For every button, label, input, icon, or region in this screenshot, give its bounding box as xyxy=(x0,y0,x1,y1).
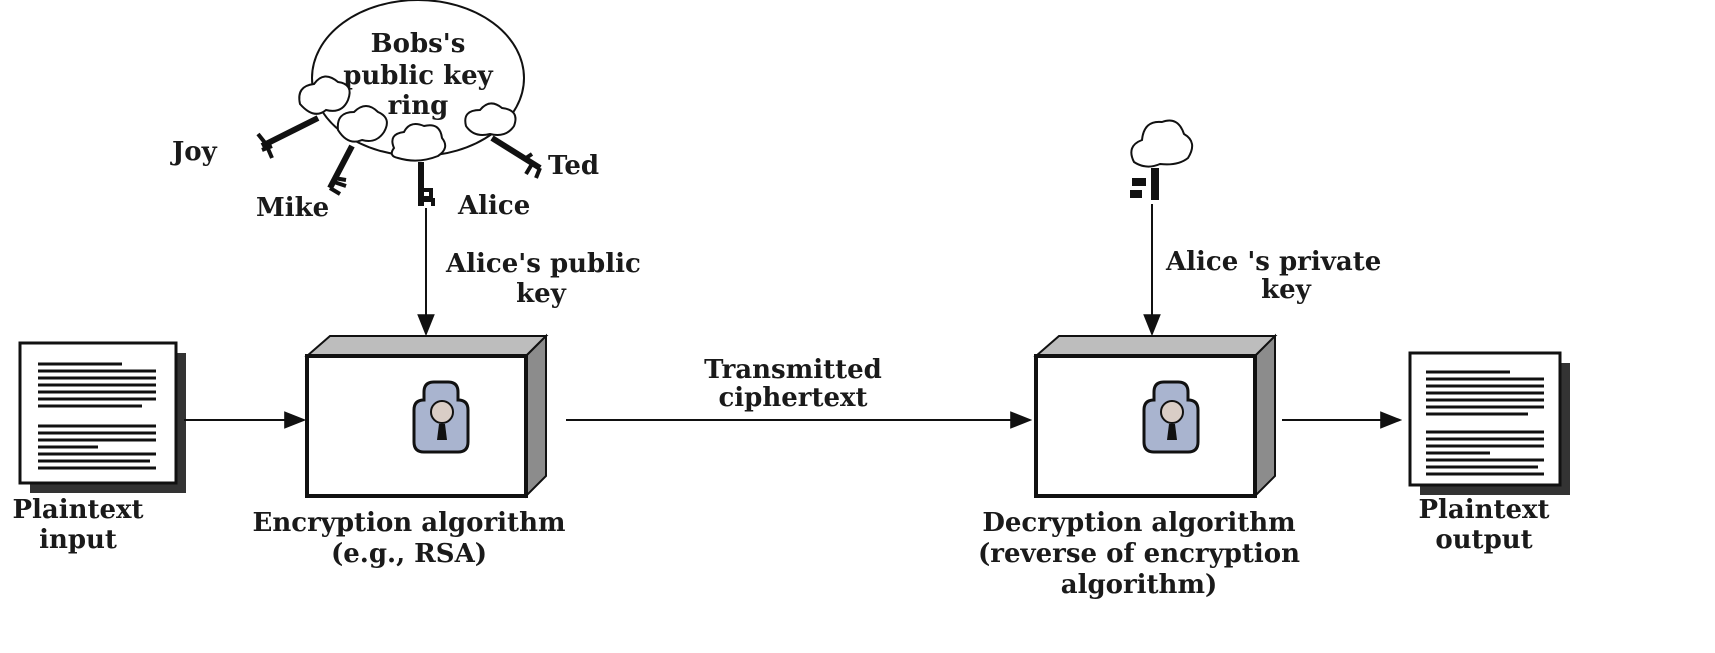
public-key-ring: Bobs's public key ring Joy Mike Alice xyxy=(170,0,599,223)
transmission-label-1: Transmitted xyxy=(704,355,882,385)
joy-key-icon xyxy=(256,75,351,159)
private-key-label-1: Alice 's private xyxy=(1165,247,1381,277)
transmission-label-2: ciphertext xyxy=(718,383,867,413)
decryption-label-2: (reverse of encryption xyxy=(978,539,1300,569)
plaintext-input-document-icon xyxy=(18,341,186,493)
encryption-label-2: (e.g., RSA) xyxy=(331,539,487,569)
private-key-label-2: key xyxy=(1261,275,1312,305)
key-label-alice: Alice xyxy=(457,191,530,221)
private-key-icon xyxy=(1130,119,1194,200)
key-label-mike: Mike xyxy=(256,193,329,223)
decryption-lock-icon xyxy=(1142,380,1200,454)
key-ring-label-3: ring xyxy=(388,91,449,121)
encryption-label-1: Encryption algorithm xyxy=(253,508,566,538)
decryption-label-1: Decryption algorithm xyxy=(982,508,1295,538)
mike-key-icon xyxy=(327,105,388,196)
alice-key-icon xyxy=(390,123,447,206)
public-key-label-2: key xyxy=(516,279,567,309)
key-ring-label-1: Bobs's xyxy=(371,29,466,59)
plaintext-input-label-2: input xyxy=(39,525,117,555)
plaintext-output-document-icon xyxy=(1408,351,1570,495)
key-label-joy: Joy xyxy=(170,137,218,167)
key-ring-label-2: public key xyxy=(343,61,493,91)
plaintext-input-label-1: Plaintext xyxy=(12,495,143,525)
plaintext-output-label-1: Plaintext xyxy=(1418,495,1549,525)
decryption-label-3: algorithm) xyxy=(1061,570,1218,600)
plaintext-output-label-2: output xyxy=(1435,525,1532,555)
ted-key-icon xyxy=(464,102,542,179)
key-label-ted: Ted xyxy=(548,151,599,181)
encryption-lock-icon xyxy=(412,380,470,454)
public-key-label-1: Alice's public xyxy=(445,249,641,279)
